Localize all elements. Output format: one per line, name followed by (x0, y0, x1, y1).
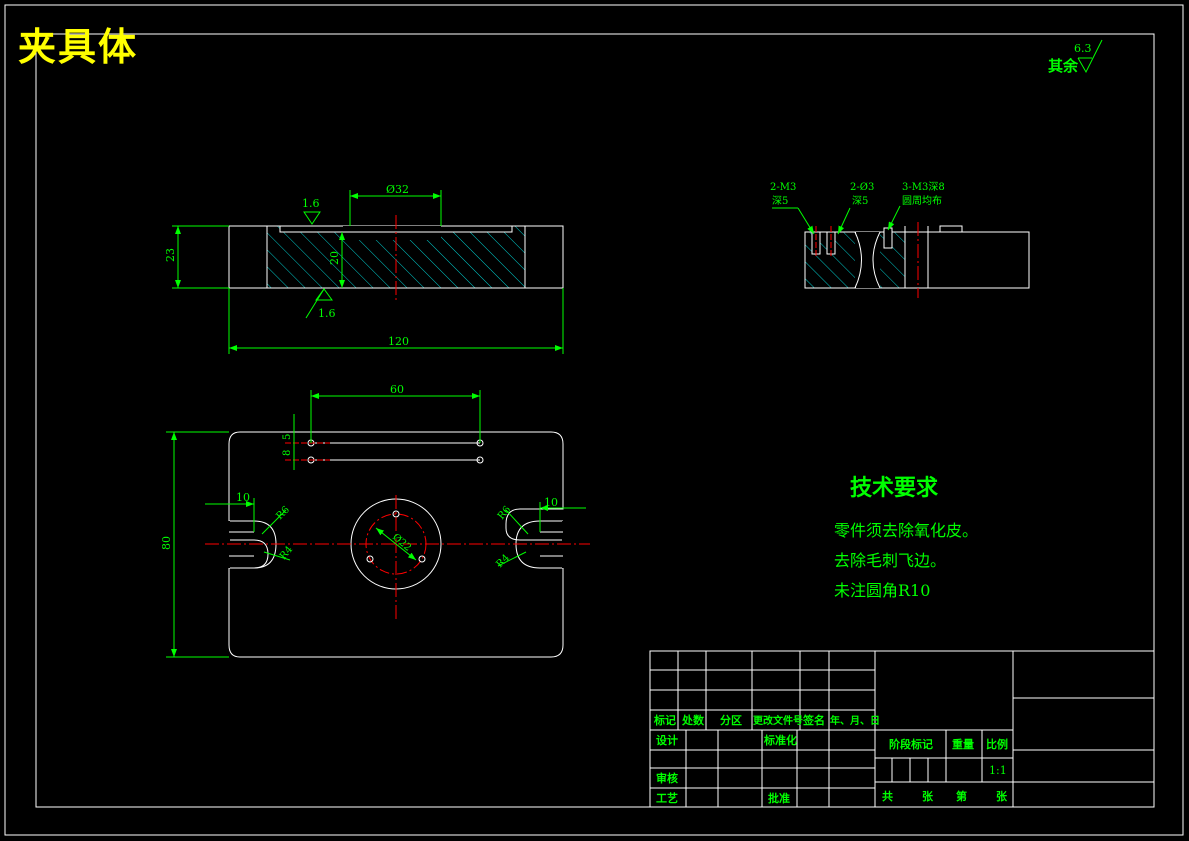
tech-item-1: 零件须去除氧化皮。 (834, 521, 979, 540)
sheets-label: 张 (922, 789, 934, 803)
dim-bore: Ø32 (386, 183, 409, 196)
sheet-unit-label: 张 (996, 789, 1008, 803)
dim-slot-right: 10 (544, 496, 558, 509)
design-label: 设计 (656, 733, 678, 747)
scale-label: 比例 (986, 737, 1008, 751)
side-view: 2-M3 深5 2-Ø3 深5 3-M3深8 圆周均布 (770, 181, 1030, 298)
callout-1-line1: 2-M3 (770, 182, 796, 193)
tech-item-2: 去除毛刺飞边。 (834, 551, 947, 570)
col-label-1: 处数 (681, 713, 705, 727)
total-label: 共 (882, 789, 893, 803)
process-label: 工艺 (656, 791, 678, 805)
col-label-2: 分区 (720, 713, 742, 727)
callout-2-line2: 深5 (852, 195, 868, 207)
col-label-3: 更改文件号 (753, 714, 803, 727)
sheet-no-label: 第 (956, 789, 967, 803)
r-left-bottom: R4 (278, 544, 295, 562)
dim-circle: Ø22 (390, 532, 413, 554)
dim-slot-left: 10 (236, 491, 250, 504)
weight-label: 重量 (952, 737, 974, 751)
callout-3-line2: 圆周均布 (902, 195, 942, 207)
col-label-4: 签名 (802, 713, 825, 727)
callout-2-line1: 2-Ø3 (850, 182, 874, 193)
callout-3-line1: 3-M3深8 (902, 181, 945, 193)
front-view: Ø32 23 20 120 1.6 1.6 (164, 183, 564, 354)
approve-label: 批准 (768, 791, 790, 805)
drawing-frame (35, 33, 1155, 808)
roughness-value: 6.3 (1074, 42, 1092, 55)
roughness-top: 1.6 (302, 197, 320, 210)
drawing-title: 夹具体 (18, 24, 139, 69)
r-right-bottom: R4 (494, 553, 512, 571)
dim-width: 80 (160, 536, 173, 550)
review-label: 审核 (656, 771, 678, 785)
roughness-prefix: 其余 (1048, 57, 1079, 75)
roughness-symbol: 其余 6.3 (1048, 39, 1103, 75)
dim-height: 23 (164, 248, 177, 262)
technical-requirements: 技术要求 零件须去除氧化皮。 去除毛刺飞边。 未注圆角R10 (820, 470, 978, 606)
col-label-0: 标记 (653, 713, 676, 727)
stage-mark-label: 阶段标记 (889, 737, 933, 751)
tech-item-3: 未注圆角R10 (834, 581, 931, 600)
dim-offset-1: 5 (282, 434, 293, 440)
dim-length: 120 (388, 335, 409, 348)
title-block-text: 标记 处数 分区 更改文件号 签名 年、月、日 设计 标准化 审核 工艺 批准 … (653, 713, 1008, 805)
title-block (649, 650, 1155, 808)
dim-hole-spacing: 60 (390, 383, 404, 396)
dim-offset-2: 8 (282, 450, 293, 456)
top-view: 60 5 8 80 10 10 R6 R4 R6 R4 Ø22 (160, 383, 590, 658)
r-right-top: R6 (496, 504, 513, 522)
tech-heading: 技术要求 (850, 475, 939, 501)
col-label-5: 年、月、日 (830, 714, 880, 727)
scale-value: 1:1 (989, 764, 1007, 777)
standardize-label: 标准化 (763, 733, 797, 747)
roughness-bottom: 1.6 (318, 307, 336, 320)
callout-1-line2: 深5 (772, 195, 788, 207)
dim-inner: 20 (328, 251, 341, 265)
sheet-border (4, 4, 1184, 836)
